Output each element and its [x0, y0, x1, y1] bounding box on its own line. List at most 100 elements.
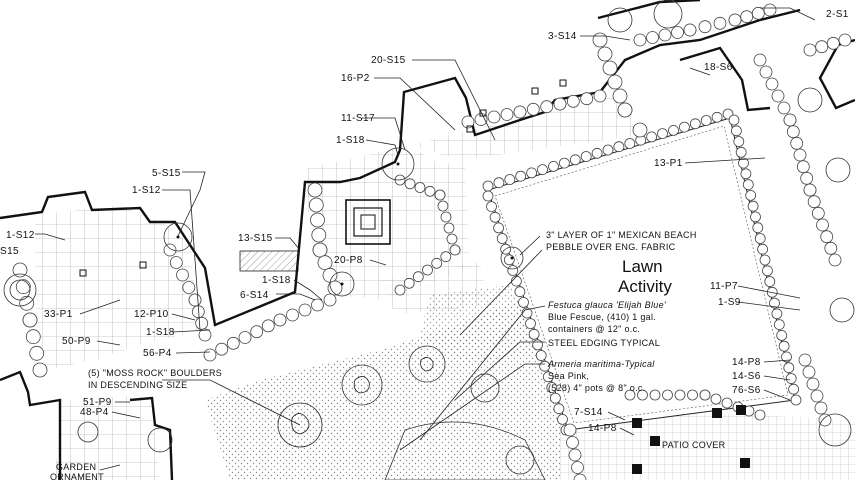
- shrub-symbol: [674, 389, 686, 401]
- shrub-symbol: [742, 179, 754, 191]
- shrub-symbol: [250, 325, 264, 339]
- shrub-symbol: [311, 298, 324, 312]
- shrub-symbol: [769, 297, 780, 309]
- note-fescue-3: containers @ 12" o.c.: [548, 324, 640, 334]
- note-fescue-1: Festuca glauca 'Elijah Blue': [548, 300, 666, 310]
- shrub-symbol: [754, 233, 766, 244]
- raised-planter: [345, 199, 391, 245]
- shrub-symbol: [496, 233, 508, 244]
- shrub-symbol: [679, 121, 690, 133]
- shrub-symbol: [327, 280, 343, 296]
- shrub-symbol: [738, 157, 749, 169]
- shrub-symbol: [612, 88, 628, 104]
- label-56-p4: 56-P4: [143, 348, 172, 359]
- shrub-symbol: [414, 182, 426, 193]
- shrub-symbol: [745, 189, 757, 201]
- shrub-symbol: [504, 174, 516, 185]
- shrub-symbol: [518, 296, 529, 308]
- label-51-p9: 51-P9: [83, 397, 112, 408]
- shrub-symbol: [563, 423, 577, 437]
- shrub-symbol: [613, 141, 625, 153]
- label-50-p9: 50-P9: [62, 336, 91, 347]
- shrub-symbol: [785, 373, 797, 384]
- shrub-symbol: [568, 448, 582, 462]
- shrub-symbol: [566, 94, 580, 108]
- shrub-symbol: [783, 113, 797, 127]
- shrub-symbol: [750, 211, 761, 223]
- shrub-symbol: [790, 394, 802, 406]
- shrub-symbol: [803, 43, 817, 57]
- note-armeria-2: Sea Pink,: [548, 371, 589, 381]
- shrub-symbol: [317, 255, 333, 271]
- shrub-symbol: [482, 180, 494, 192]
- shrub-symbol: [803, 183, 817, 197]
- shrub-symbol: [540, 100, 554, 114]
- shrub-symbol: [403, 277, 415, 289]
- shrub-symbol: [25, 329, 41, 345]
- label-garden: GARDEN: [56, 462, 96, 472]
- shrub-symbol: [632, 122, 648, 138]
- plan-notes: 3" LAYER OF 1" MEXICAN BEACH PEBBLE OVER…: [88, 230, 696, 393]
- shrub-symbol: [298, 303, 312, 317]
- shrub-symbol: [424, 185, 436, 197]
- shrub-symbol: [493, 177, 505, 189]
- label-48-p4: 48-P4: [80, 407, 109, 418]
- label-16-p2: 16-P2: [341, 73, 370, 84]
- shrub-symbol: [777, 101, 791, 115]
- shrub-symbol: [637, 389, 648, 401]
- lawn-title: Lawn: [622, 257, 663, 276]
- shrub-symbol: [532, 339, 543, 351]
- label-11-s17: 11-S17: [341, 113, 375, 124]
- shrub-symbol: [22, 312, 38, 328]
- shrub-symbol: [800, 171, 814, 185]
- shrub-symbol: [771, 308, 783, 320]
- shrub-symbol: [542, 371, 554, 383]
- shrub-symbol: [513, 105, 527, 119]
- shrub-symbol: [783, 362, 795, 374]
- shrub-symbol: [493, 222, 505, 234]
- shrub-symbol: [689, 118, 701, 130]
- label-18-s6: 18-S6: [704, 62, 733, 73]
- shrub-symbol: [434, 189, 446, 201]
- label-1-s9: 1-S9: [718, 297, 741, 308]
- shrub-symbol: [322, 267, 338, 283]
- shrub-symbol: [482, 190, 494, 202]
- shrub-symbol: [624, 138, 636, 149]
- shrub-symbol: [273, 313, 287, 327]
- gravel-beds: [205, 250, 560, 480]
- shrub-symbol: [788, 383, 799, 395]
- shrub-symbol: [286, 308, 299, 322]
- shrub-symbol: [826, 36, 840, 50]
- shrub-symbol: [810, 389, 824, 403]
- shrub-symbol: [728, 13, 742, 27]
- shrub-symbol: [507, 265, 519, 276]
- label-14-p8-right: 14-P8: [732, 357, 761, 368]
- label-2-s1: 2-S1: [826, 9, 849, 20]
- shrub-symbol: [824, 241, 838, 255]
- note-armeria-3: (528) 4" pots @ 8" o.c.: [548, 383, 645, 393]
- shrub-symbol: [735, 146, 747, 158]
- shrub-symbol: [32, 362, 48, 378]
- shrub-symbol: [546, 382, 558, 393]
- shrub-symbol: [571, 461, 584, 474]
- shrub-symbol: [633, 33, 647, 47]
- label-7-s14: 7-S14: [574, 407, 603, 418]
- shrub-symbol: [307, 182, 323, 198]
- shrub-symbol: [828, 253, 842, 267]
- shrub-symbol: [535, 350, 547, 361]
- shrub-symbol: [573, 473, 587, 480]
- shrub-symbol: [514, 286, 526, 298]
- shrub-symbol: [699, 389, 711, 401]
- shrub-symbol: [474, 113, 488, 126]
- shrub-symbol: [806, 377, 820, 391]
- shrub-symbol: [537, 164, 548, 176]
- shrub-symbol: [169, 256, 183, 269]
- shrub-symbol: [607, 74, 623, 90]
- label-33-p1: 33-P1: [44, 309, 73, 320]
- shrub-symbol: [580, 92, 594, 106]
- label-14-p8-bottom: 14-P8: [588, 423, 617, 434]
- shrub-symbol: [553, 403, 565, 415]
- shrub-symbol: [526, 167, 537, 179]
- shrub-symbol: [773, 319, 785, 331]
